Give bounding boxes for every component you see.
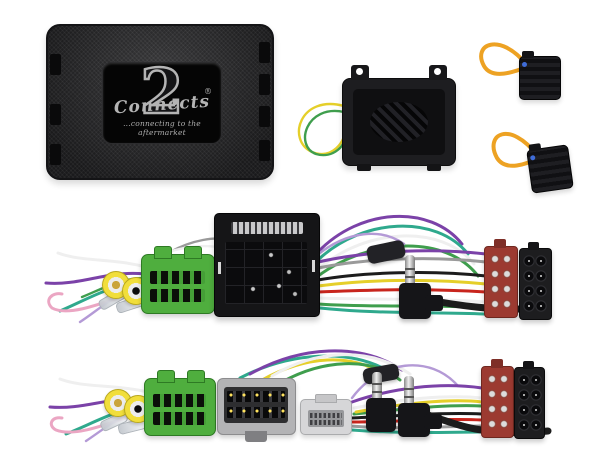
fibre-optic-loops — [479, 42, 540, 168]
pin-row — [150, 271, 205, 284]
socket-panel — [224, 387, 288, 423]
iso-power-connector-red — [481, 359, 514, 438]
screw-hole — [434, 68, 441, 75]
pin-glint — [312, 260, 315, 272]
mount-tab — [50, 54, 61, 75]
connector-nub — [528, 143, 542, 152]
jack-strain-relief — [424, 414, 442, 429]
latch-tab — [315, 394, 337, 403]
socket-recess — [308, 410, 344, 427]
screw-hole — [356, 68, 363, 75]
mount-tab — [259, 74, 270, 95]
quadlock-pin-strip — [231, 222, 303, 234]
module-mount-tab — [351, 65, 369, 80]
wire-teal — [316, 224, 470, 262]
aux-jack-3-5mm — [366, 372, 402, 432]
speaker-grille — [370, 102, 428, 142]
brand-tagline: ...connecting to the aftermarket — [123, 119, 201, 137]
module-mount-tab — [429, 65, 447, 80]
grey-vehicle-connector — [217, 378, 296, 442]
latch-tab — [154, 246, 172, 259]
buzzer-module — [342, 65, 456, 171]
pin-grid — [486, 372, 510, 432]
pin-row — [310, 420, 342, 425]
pin-grid — [489, 252, 513, 312]
wire-white — [58, 377, 150, 394]
wire-purple — [350, 384, 484, 404]
latch-tab — [157, 370, 175, 383]
connector-notch — [245, 431, 267, 442]
wire-red — [316, 288, 488, 294]
pin-row — [310, 413, 342, 418]
jack-body — [366, 398, 396, 432]
wire-green — [303, 109, 349, 157]
jack-tip — [404, 376, 414, 405]
wire-white — [56, 251, 148, 269]
brand-number: 2 — [139, 55, 185, 128]
connector-nub — [522, 51, 534, 58]
iso-power-connector-red — [484, 239, 518, 318]
brand-label-plate: 2 Connects ® ...connecting to the afterm… — [102, 55, 222, 144]
mount-tab — [50, 104, 61, 125]
module-recess — [353, 89, 445, 155]
green-vehicle-connector — [141, 246, 215, 314]
wire-lavender — [350, 364, 460, 400]
pin-row — [227, 407, 285, 418]
pin-grid — [523, 254, 547, 314]
module-wire-loop — [297, 102, 349, 157]
fibre-optic-bypass-connector — [519, 51, 561, 100]
wire-grey — [316, 257, 488, 270]
latch-tab — [184, 246, 202, 259]
fibre-loop-wire — [491, 131, 540, 168]
aux-jack-3-5mm — [398, 376, 448, 437]
pin-grid — [518, 373, 542, 433]
iso-speaker-connector-black — [519, 242, 552, 320]
quadlock-connector — [214, 213, 320, 317]
jack-tip — [372, 372, 382, 400]
registered-trademark: ® — [204, 87, 212, 96]
pin-row — [153, 394, 206, 407]
latch-tab — [523, 361, 534, 369]
fibre-loop-wire — [479, 42, 529, 76]
mount-tab — [259, 42, 270, 63]
jack-strain-relief — [425, 295, 443, 311]
fibre-port-dot — [522, 62, 527, 67]
wire-yellow — [297, 102, 348, 156]
pin-row — [150, 289, 205, 302]
fibre-optic-bypass-connector — [526, 143, 574, 194]
fibre-port-dot — [529, 154, 536, 161]
mount-tab — [259, 140, 270, 161]
jack-tip — [405, 255, 415, 285]
interface-unit-carbon-box: 2 Connects ® ...connecting to the afterm… — [46, 24, 274, 180]
latch-tab — [187, 370, 205, 383]
iso-speaker-connector-black — [514, 361, 545, 439]
wire-purple — [316, 215, 464, 254]
mount-tab — [50, 144, 61, 165]
quadlock-socket-face — [225, 242, 307, 304]
module-foot — [427, 164, 441, 171]
wire-black — [316, 271, 488, 282]
white-vehicle-connector — [300, 394, 352, 435]
latch-tab — [528, 242, 539, 250]
pin-row — [227, 391, 285, 402]
latch-tab — [491, 359, 503, 368]
mount-tab — [259, 106, 270, 127]
pin-row — [153, 412, 206, 425]
wire-purple — [44, 271, 147, 285]
latch-tab — [494, 239, 506, 248]
module-foot — [357, 164, 371, 171]
aux-jack-3-5mm — [399, 255, 449, 321]
pin-glint — [218, 262, 221, 274]
green-vehicle-connector — [144, 370, 216, 436]
wire-yellow — [316, 278, 488, 288]
